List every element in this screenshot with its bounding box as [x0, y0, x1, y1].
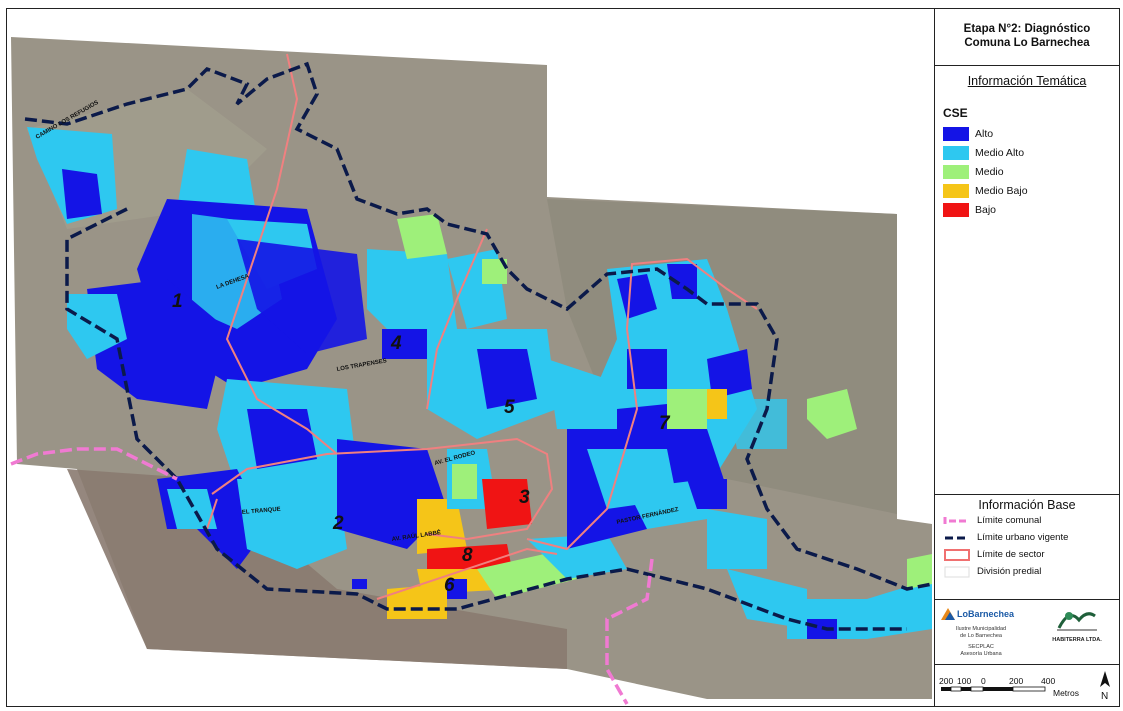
municipality-caption-1: Ilustre Municipalidad	[955, 626, 1007, 632]
scale-block: 200 100 0 200 400 Metros N	[935, 665, 1119, 706]
sector-3-label: 3	[519, 487, 530, 508]
legend-title: CSE	[943, 106, 968, 120]
sector-7-label: 7	[659, 413, 671, 434]
legend-item-alto: Alto	[943, 124, 1119, 143]
title-block: Etapa N°2: Diagnóstico Comuna Lo Barnech…	[935, 9, 1119, 66]
north-arrow-icon: N	[1100, 671, 1110, 702]
scale-label: 100	[957, 676, 971, 686]
sector-8-label: 8	[462, 545, 473, 566]
legend-item-bajo: Bajo	[943, 200, 1119, 219]
logo-block: LoBarnechea Ilustre Municipalidad de Lo …	[935, 600, 1119, 665]
sector-1-label: 1	[172, 291, 183, 312]
municipality-name: LoBarnechea	[957, 609, 1015, 619]
street-label: EL TRANQUE	[242, 507, 281, 516]
municipality-caption-2: de Lo Barnechea	[960, 633, 1002, 639]
scale-unit: Metros	[1053, 688, 1079, 698]
sector-limit-symbol	[944, 548, 970, 561]
sector-labels: 1 2 3 4 5 6 7 8	[172, 291, 671, 596]
legend-item-medio-bajo: Medio Bajo	[943, 181, 1119, 200]
legend-label: Medio	[975, 165, 1004, 178]
commune-limit-line-south	[605, 558, 654, 705]
base-item-commune-limit: Límite comunal	[943, 512, 1119, 529]
thematic-legend: Información Temática CSE Alto Medio Alto…	[935, 66, 1119, 495]
sector-limits	[206, 53, 758, 600]
base-label: Límite urbano vigente	[977, 532, 1069, 543]
base-header: Información Base	[978, 498, 1076, 512]
municipality-emblem-icon	[941, 608, 955, 620]
sector-6-label: 6	[444, 575, 455, 596]
legend-label: Medio Alto	[975, 146, 1025, 159]
scale-bar: 200 100 0 200 400 Metros N	[939, 671, 1110, 702]
parcel-division-symbol	[944, 566, 970, 577]
base-legend: Información Base Límite comunal Límite u…	[935, 495, 1119, 600]
scale-label: 200	[939, 676, 953, 686]
municipality-caption-4: Asesoría Urbana	[960, 651, 1002, 657]
title-line-1: Etapa N°2: Diagnóstico	[963, 23, 1091, 35]
sector-5-label: 5	[504, 397, 515, 418]
north-label: N	[1101, 691, 1108, 702]
legend-label: Medio Bajo	[975, 184, 1028, 197]
legend-item-medio-alto: Medio Alto	[943, 143, 1119, 162]
base-item-urban-limit: Límite urbano vigente	[943, 529, 1119, 546]
base-item-sector-limit: Límite de sector	[943, 546, 1119, 563]
title-line-2: Comuna Lo Barnechea	[964, 37, 1090, 49]
urban-limit-line-south	[65, 207, 907, 631]
legend-label: Bajo	[975, 203, 997, 216]
scale-label: 400	[1041, 676, 1055, 686]
municipality-caption-3: SECPLAC	[968, 644, 994, 650]
commune-limit-line	[10, 447, 178, 481]
thematic-header: Información Temática	[967, 74, 1087, 88]
legend-item-medio: Medio	[943, 162, 1119, 181]
urban-limit-symbol	[945, 536, 969, 539]
consultant-name: HABITERRA LTDA.	[1052, 637, 1102, 643]
base-item-parcel-division: División predial	[943, 563, 1119, 580]
scale-label: 0	[981, 676, 986, 686]
base-label: Límite de sector	[977, 549, 1045, 560]
consultant-emblem-icon	[1057, 612, 1097, 631]
sector-2-label: 2	[332, 513, 344, 534]
consultant-logo: HABITERRA LTDA.	[1039, 606, 1115, 643]
sector-4-label: 4	[390, 333, 402, 354]
map-view[interactable]: 1 2 3 4 5 6 7 8 AV. EL RODEO AV. RAÚL LA…	[6, 8, 935, 707]
legend-swatch	[943, 145, 969, 160]
commune-limit-symbol	[943, 516, 969, 525]
legend-swatch	[943, 164, 969, 179]
legend-swatch	[943, 202, 969, 217]
legend-swatch	[943, 126, 969, 141]
legend-label: Alto	[975, 127, 994, 140]
legend-swatch	[943, 183, 969, 198]
base-label: Límite comunal	[977, 515, 1042, 526]
map-canvas[interactable]: 1 2 3 4 5 6 7 8 AV. EL RODEO AV. RAÚL LA…	[7, 9, 934, 706]
base-label: División predial	[977, 566, 1042, 577]
legend-panel: Etapa N°2: Diagnóstico Comuna Lo Barnech…	[934, 8, 1120, 707]
scale-label: 200	[1009, 676, 1023, 686]
urban-limit-line	[24, 61, 933, 591]
municipality-logo: LoBarnechea Ilustre Municipalidad de Lo …	[941, 608, 1021, 658]
